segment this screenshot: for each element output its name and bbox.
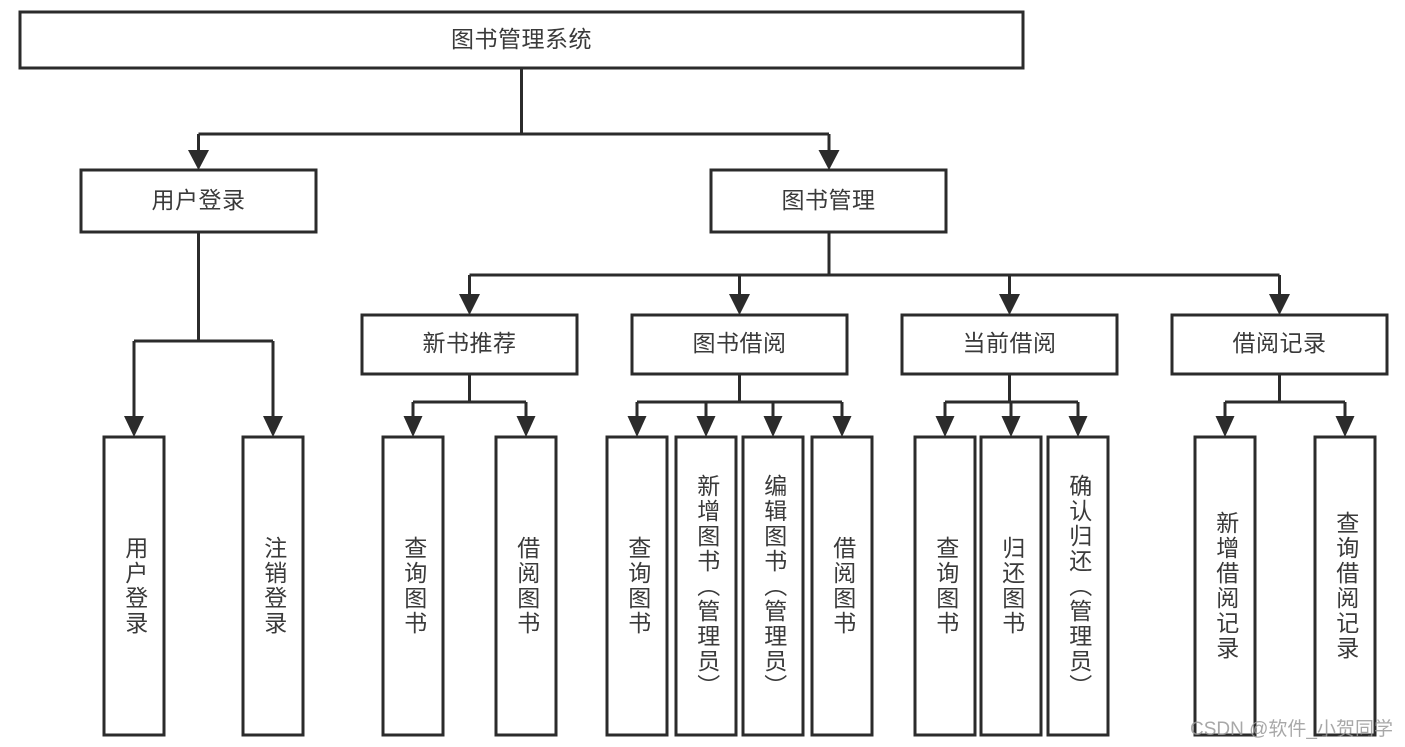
leaf-borrow-record-0-box[interactable]	[1193, 435, 1257, 737]
leaf-new-book-0[interactable]: 查询图书	[381, 435, 445, 737]
node-current-borrow-label: 当前借阅	[963, 330, 1057, 356]
node-current-borrow[interactable]: 当前借阅	[900, 313, 1119, 376]
leaf-borrow-record-0-label: 新增借阅记录	[1212, 511, 1239, 661]
arrow-head-current-borrow	[999, 294, 1020, 315]
node-user-login-label: 用户登录	[152, 187, 246, 213]
arrow-head-nb-leaf-1	[403, 416, 423, 437]
node-user-login[interactable]: 用户登录	[79, 168, 318, 234]
leaf-current-borrow-2-label: 确认归还（管理员）	[1065, 473, 1092, 699]
leaf-book-borrow-3-box[interactable]	[810, 435, 874, 737]
node-book-borrow[interactable]: 图书借阅	[630, 313, 849, 376]
connector-group-borrow-record	[1215, 374, 1355, 437]
leaf-current-borrow-2-box[interactable]	[1046, 435, 1110, 737]
leaf-book-borrow-2[interactable]: 编辑图书（管理员）	[741, 435, 805, 737]
arrow-head-leaf-user-login	[124, 416, 144, 437]
leaf-book-borrow-2-label: 编辑图书（管理员）	[760, 473, 787, 699]
leaf-borrow-record-1[interactable]: 查询借阅记录	[1313, 435, 1377, 737]
arrow-head-bb-leaf-1	[627, 416, 647, 437]
leaf-new-book-1[interactable]: 借阅图书	[494, 435, 558, 737]
node-book-management[interactable]: 图书管理	[709, 168, 948, 234]
connector-group-book-borrow	[627, 374, 852, 437]
node-borrow-record-box[interactable]	[1170, 313, 1389, 376]
arrow-head-borrow-record	[1269, 294, 1290, 315]
leaf-user-login-1[interactable]: 注销登录	[241, 435, 305, 737]
node-new-book-recommend-box[interactable]	[360, 313, 579, 376]
arrow-head-bb-leaf-4	[832, 416, 852, 437]
node-current-borrow-box[interactable]	[900, 313, 1119, 376]
leaf-current-borrow-2[interactable]: 确认归还（管理员）	[1046, 435, 1110, 737]
leaf-user-login-0[interactable]: 用户登录	[102, 435, 166, 737]
arrow-head-br-leaf-2	[1335, 416, 1355, 437]
leaf-current-borrow-0-box[interactable]	[913, 435, 977, 737]
leaf-book-borrow-1-label: 新增图书（管理员）	[693, 473, 720, 699]
leaf-current-borrow-1[interactable]: 归还图书	[979, 435, 1043, 737]
leaf-user-login-1-box[interactable]	[241, 435, 305, 737]
arrow-head-user-login	[188, 150, 209, 170]
node-new-book-recommend[interactable]: 新书推荐	[360, 313, 579, 376]
node-root-label: 图书管理系统	[451, 26, 592, 52]
arrow-head-bb-leaf-2	[696, 416, 716, 437]
arrow-head-leaf-logout	[263, 416, 283, 437]
leaf-new-book-1-label: 借阅图书	[513, 536, 540, 636]
connector-group-book-mgmt	[459, 232, 1290, 315]
arrow-head-br-leaf-1	[1215, 416, 1235, 437]
leaf-user-login-1-label: 注销登录	[260, 536, 287, 636]
leaf-borrow-record-1-box[interactable]	[1313, 435, 1377, 737]
leaf-new-book-0-box[interactable]	[381, 435, 445, 737]
arrow-head-book-borrow	[729, 294, 750, 315]
connector-group-user-login	[124, 232, 283, 437]
leaf-book-borrow-3[interactable]: 借阅图书	[810, 435, 874, 737]
node-book-borrow-box[interactable]	[630, 313, 849, 376]
leaf-new-book-0-label: 查询图书	[400, 536, 427, 636]
leaf-current-borrow-0-label: 查询图书	[932, 536, 959, 636]
node-root-box[interactable]	[18, 10, 1025, 70]
leaf-new-book-1-box[interactable]	[494, 435, 558, 737]
leaf-user-login-0-label: 用户登录	[121, 536, 148, 636]
arrow-head-cb-leaf-2	[1001, 416, 1021, 437]
node-book-management-label: 图书管理	[782, 187, 876, 213]
node-borrow-record[interactable]: 借阅记录	[1170, 313, 1389, 376]
node-borrow-record-label: 借阅记录	[1233, 330, 1327, 356]
arrow-head-nb-leaf-2	[516, 416, 536, 437]
arrow-head-book-mgmt	[818, 150, 840, 170]
arrow-head-new-book	[459, 294, 480, 315]
leaf-book-borrow-0-label: 查询图书	[624, 536, 651, 636]
connector-group-root	[188, 68, 840, 170]
leaf-book-borrow-1-box[interactable]	[674, 435, 738, 737]
connector-group-new-book	[403, 374, 536, 437]
leaf-borrow-record-1-label: 查询借阅记录	[1332, 511, 1359, 661]
leaf-current-borrow-1-box[interactable]	[979, 435, 1043, 737]
node-new-book-recommend-label: 新书推荐	[423, 330, 517, 356]
leaf-user-login-0-box[interactable]	[102, 435, 166, 737]
leaf-book-borrow-1[interactable]: 新增图书（管理员）	[674, 435, 738, 737]
node-root[interactable]: 图书管理系统	[18, 10, 1025, 70]
leaf-book-borrow-0[interactable]: 查询图书	[605, 435, 669, 737]
leaf-book-borrow-3-label: 借阅图书	[829, 536, 856, 636]
leaf-borrow-record-0[interactable]: 新增借阅记录	[1193, 435, 1257, 737]
leaf-current-borrow-0[interactable]: 查询图书	[913, 435, 977, 737]
connector-group-current-borrow	[935, 374, 1088, 437]
arrow-head-cb-leaf-3	[1068, 416, 1088, 437]
node-book-management-box[interactable]	[709, 168, 948, 234]
leaf-current-borrow-1-label: 归还图书	[998, 536, 1025, 636]
arrow-head-bb-leaf-3	[763, 416, 783, 437]
arrow-head-cb-leaf-1	[935, 416, 955, 437]
leaf-book-borrow-0-box[interactable]	[605, 435, 669, 737]
leaf-book-borrow-2-box[interactable]	[741, 435, 805, 737]
node-user-login-box[interactable]	[79, 168, 318, 234]
node-book-borrow-label: 图书借阅	[693, 330, 787, 356]
csdn-watermark: CSDN @软件_小贺同学	[1190, 719, 1393, 740]
